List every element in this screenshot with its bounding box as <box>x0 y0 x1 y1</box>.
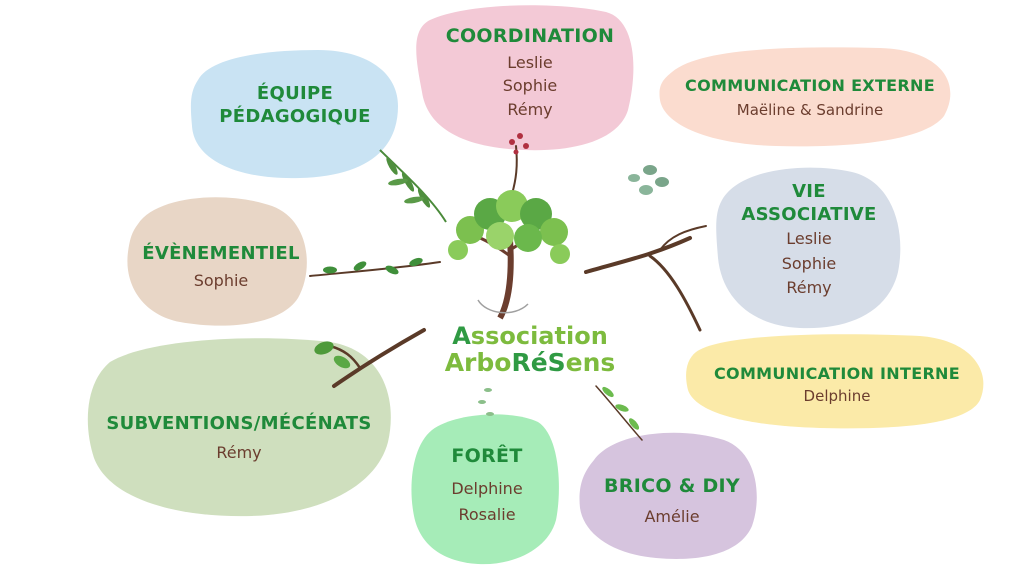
member-name: Rémy <box>786 278 832 298</box>
group-title: COMMUNICATION EXTERNE <box>685 76 935 95</box>
logo-segment: RéS <box>511 348 566 377</box>
member-name: Amélie <box>644 506 700 526</box>
logo-line-1: Association <box>440 324 620 348</box>
logo-segment: Arbo <box>444 348 512 377</box>
leaf-decorations <box>314 133 669 430</box>
blob-foret <box>411 414 559 565</box>
group-comm-externe: COMMUNICATION EXTERNE Maëline & Sandrine <box>668 76 952 120</box>
logo-segment: A <box>452 322 471 350</box>
group-title: ÉVÈNEMENTIEL <box>142 243 300 264</box>
logo-segment: ens <box>565 348 616 377</box>
group-evenementiel: ÉVÈNEMENTIEL Sophie <box>122 242 320 292</box>
logo: Association ArboRéSens <box>440 324 620 375</box>
member-name: Rémy <box>507 100 553 120</box>
logo-line-2: ArboRéSens <box>440 350 620 375</box>
member-name: Sophie <box>502 76 558 96</box>
group-subventions: SUBVENTIONS/MÉCÉNATS Rémy <box>86 412 392 464</box>
group-brico: BRICO & DIY Amélie <box>580 474 764 527</box>
group-foret: FORÊT Delphine Rosalie <box>412 444 562 526</box>
member-name: Leslie <box>786 228 832 248</box>
member-name: Leslie <box>507 52 553 72</box>
member-name: Delphine <box>803 386 871 405</box>
group-comm-interne: COMMUNICATION INTERNE Delphine <box>690 364 984 406</box>
member-name: Delphine <box>451 478 523 498</box>
blob-vie-associative <box>716 167 901 329</box>
blob-brico <box>579 432 757 559</box>
blob-evenementiel <box>127 197 307 326</box>
blob-equipe <box>190 50 398 179</box>
group-title: COORDINATION <box>445 25 615 47</box>
member-name: Rosalie <box>458 505 516 525</box>
member-name: Maëline & Sandrine <box>736 100 884 119</box>
group-title: FORÊT <box>451 445 523 467</box>
group-title: COMMUNICATION INTERNE <box>714 364 960 383</box>
member-name: Rémy <box>216 443 262 463</box>
member-name: Sophie <box>781 253 837 273</box>
blob-comm-interne <box>686 334 984 429</box>
logo-segment: ssociation <box>470 322 608 350</box>
member-name: Sophie <box>193 271 249 291</box>
blob-coordination <box>416 5 634 151</box>
group-coordination: COORDINATION Leslie Sophie Rémy <box>420 24 640 121</box>
group-title: SUBVENTIONS/MÉCÉNATS <box>106 413 372 434</box>
group-title: BRICO & DIY <box>604 475 740 497</box>
blob-subventions <box>87 338 391 517</box>
tree-icon <box>448 190 570 320</box>
blob-comm-externe <box>659 47 951 147</box>
